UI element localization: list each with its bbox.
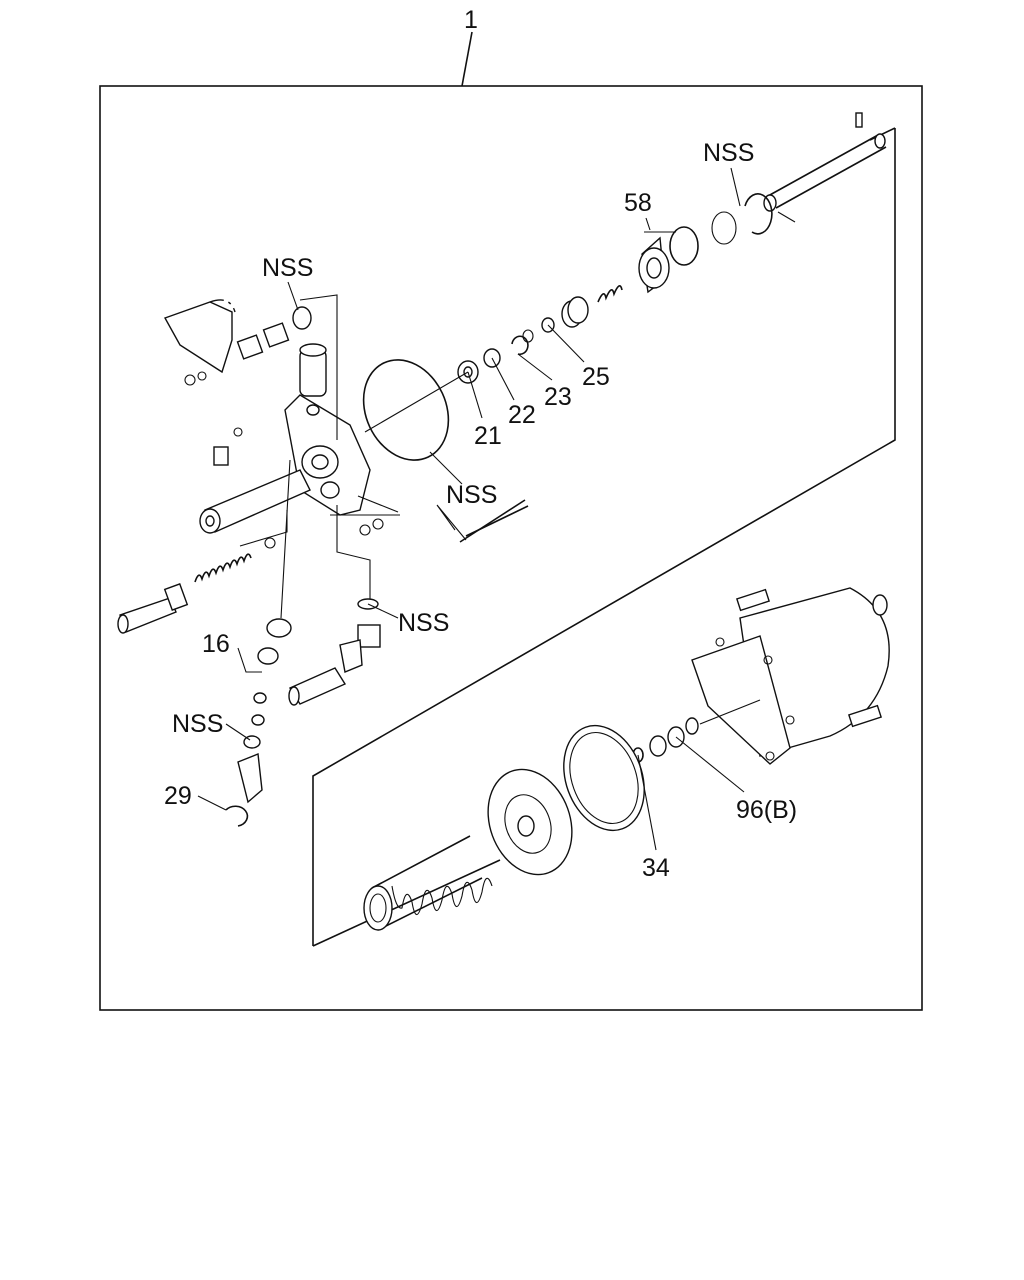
leader-nss-top	[730, 167, 741, 207]
leader-96b	[675, 736, 745, 793]
spring-small-top	[561, 285, 623, 328]
label-16: 16	[202, 630, 230, 658]
check-fitting	[237, 753, 263, 804]
snap-ring-23	[511, 335, 529, 356]
large-o-ring	[362, 359, 450, 461]
leader-34	[637, 754, 657, 851]
ring-16b	[257, 647, 279, 665]
snap-ring-top	[711, 193, 773, 245]
label-58: 58	[624, 189, 652, 217]
booster-shell	[691, 587, 890, 765]
label-25: 25	[582, 363, 610, 391]
label-29: 29	[164, 782, 192, 810]
leader-lines-upper	[239, 294, 469, 602]
diaphragm-seal-inner	[569, 731, 639, 825]
label-96b: 96(B)	[736, 796, 797, 824]
pipe-left	[199, 469, 311, 534]
main-spring	[363, 835, 493, 931]
ring-24	[522, 329, 534, 343]
ring-small-1	[253, 692, 267, 704]
lower-group-outline	[312, 859, 501, 947]
label-nss-clip-top: NSS	[703, 139, 754, 167]
leader-22	[491, 357, 515, 401]
piston-plate	[487, 768, 573, 876]
leader-nss-washer	[367, 603, 399, 619]
assembly-frame	[99, 85, 923, 1011]
bleeder-screw	[213, 427, 243, 466]
leader-nss-lower	[225, 723, 251, 741]
washer-34a	[649, 735, 667, 757]
leader-21	[467, 371, 483, 419]
bracket-top-left	[163, 299, 236, 386]
leader-23	[517, 353, 553, 381]
label-21: 21	[474, 422, 502, 450]
circlip-29	[225, 805, 249, 827]
label-22: 22	[508, 401, 536, 429]
label-23: 23	[544, 383, 572, 411]
leader-nss-left-top	[287, 281, 299, 311]
bleed-pipe-2	[465, 505, 529, 537]
ring-small-2	[251, 714, 265, 726]
spring-clip	[264, 537, 276, 549]
bleed-pipe	[459, 499, 526, 543]
leader-25	[547, 324, 585, 363]
pushrod	[117, 583, 189, 634]
assembly-leader	[461, 31, 473, 87]
label-nss-washer: NSS	[398, 609, 449, 637]
piston-58	[638, 226, 699, 294]
axis-lower	[699, 699, 761, 725]
label-34: 34	[642, 854, 670, 882]
label-nss-lower: NSS	[172, 710, 223, 738]
label-nss-left-top: NSS	[262, 254, 313, 282]
ring-16a	[266, 618, 292, 638]
label-nss-oring: NSS	[446, 481, 497, 509]
return-spring	[194, 553, 252, 583]
leader-16	[237, 459, 291, 673]
leader-29	[197, 795, 227, 811]
nut-96	[685, 717, 699, 735]
leader-58	[644, 217, 676, 233]
leader-nss-oring	[429, 451, 463, 485]
label-1: 1	[464, 6, 478, 34]
shaft-pin	[763, 112, 887, 223]
hose-fitting	[288, 598, 381, 706]
bushings-top	[236, 306, 312, 360]
nuts-body	[357, 495, 399, 536]
